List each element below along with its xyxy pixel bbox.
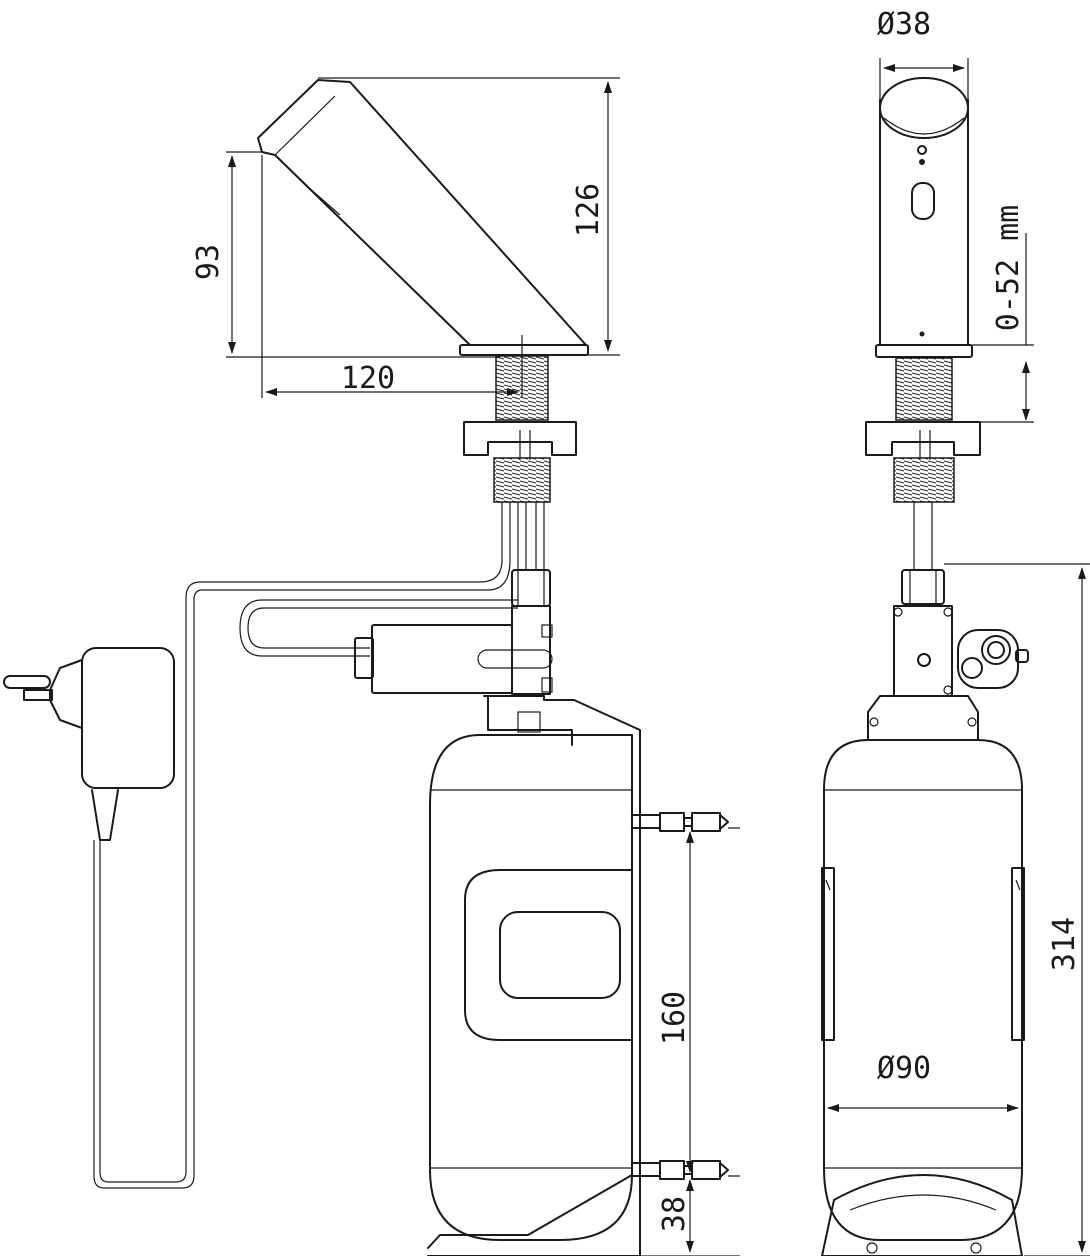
dim-diameter-38: Ø38 bbox=[877, 7, 931, 42]
dim-0-52mm: 0-52 mm bbox=[991, 205, 1026, 331]
dim-126: 126 bbox=[571, 183, 606, 237]
spout-body bbox=[257, 79, 589, 356]
spout-front bbox=[875, 77, 973, 358]
shank-thread-lower bbox=[493, 457, 551, 503]
dim-diameter-90: Ø90 bbox=[877, 1051, 931, 1086]
front-view bbox=[821, 77, 1029, 1256]
side-view-dimensions bbox=[226, 77, 740, 1256]
union-nut bbox=[511, 569, 551, 607]
side-view bbox=[93, 79, 729, 1256]
tank-side bbox=[429, 734, 633, 1241]
dim-160: 160 bbox=[657, 991, 692, 1045]
mounting-clamp bbox=[463, 421, 577, 460]
power-adapter bbox=[3, 647, 175, 841]
wall-bracket bbox=[427, 695, 641, 1256]
front-view-dimensions bbox=[827, 58, 1090, 1256]
front-shank-lower bbox=[893, 457, 955, 503]
dim-120: 120 bbox=[341, 361, 395, 396]
front-pump-housing bbox=[867, 605, 1029, 741]
front-shank-upper bbox=[895, 357, 953, 421]
dim-314: 314 bbox=[1047, 917, 1082, 971]
front-clamp bbox=[865, 421, 981, 460]
supply-pipes bbox=[501, 502, 545, 570]
front-pipe bbox=[901, 502, 945, 605]
pump-motor bbox=[354, 605, 553, 695]
power-cable bbox=[93, 559, 518, 1189]
dim-38: 38 bbox=[657, 1196, 692, 1232]
dim-93: 93 bbox=[191, 244, 226, 280]
tank-front bbox=[821, 739, 1025, 1256]
